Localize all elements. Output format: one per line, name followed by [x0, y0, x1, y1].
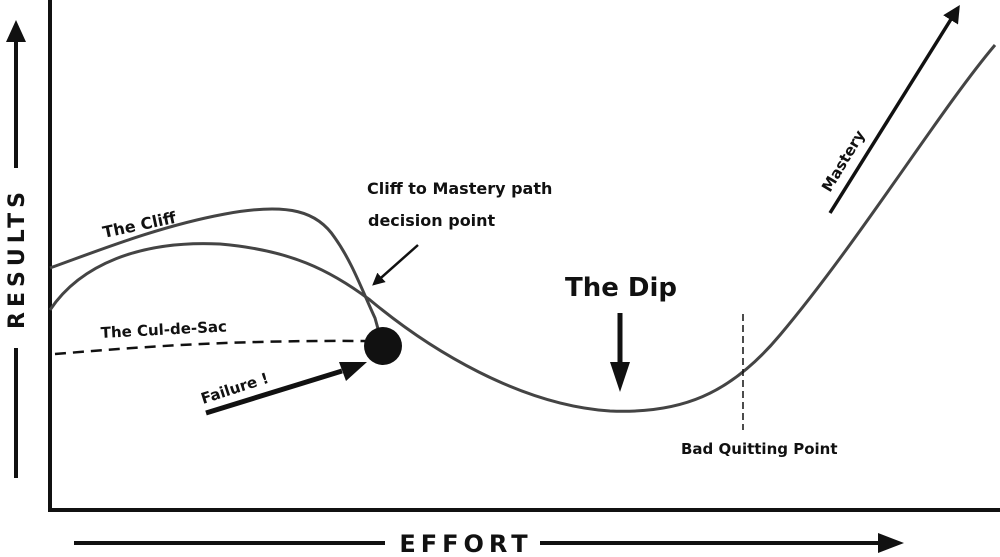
cul-de-sac-dashed-line: [54, 339, 366, 356]
cliff-decision-label-line2: decision point: [368, 211, 496, 230]
bad-quitting-point-label: Bad Quitting Point: [681, 440, 838, 458]
cliff-decision-label-line1: Cliff to Mastery path: [367, 179, 552, 198]
failure-arrow-shaft: [205, 368, 343, 416]
failure-ball-icon: [364, 327, 402, 365]
decision-point-arrow: [372, 244, 419, 286]
effort-axis-label: EFFORT: [399, 530, 532, 557]
results-axis-arrowhead-icon: [6, 20, 26, 42]
effort-axis-arrowhead-icon: [878, 533, 904, 553]
mastery-arrow: [828, 5, 960, 214]
results-axis-label: RESULTS: [5, 187, 30, 329]
dip-curve: [48, 44, 997, 413]
the-dip-label: The Dip: [565, 273, 677, 303]
dip-arrowhead-icon: [610, 362, 630, 392]
cliff-curve: [49, 207, 382, 337]
failure-arrowhead-icon: [339, 362, 367, 381]
cul-de-sac-label: The Cul-de-Sac: [100, 317, 227, 342]
